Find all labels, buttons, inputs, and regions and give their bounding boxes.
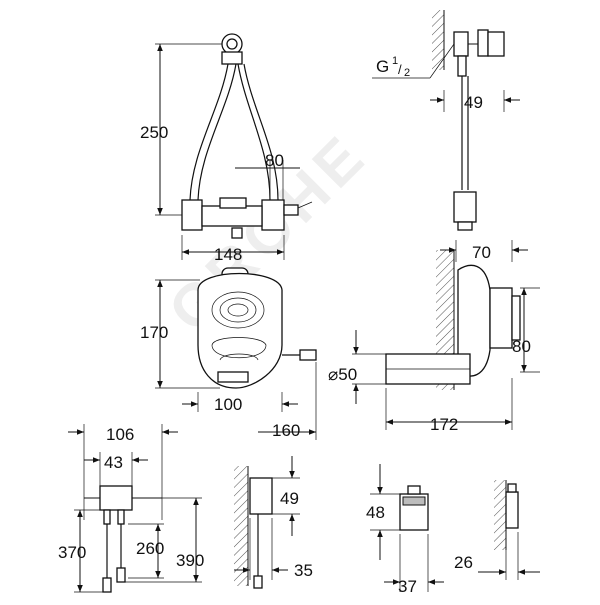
wall-hatch-sensor [494,480,506,550]
dim-sensor-cable-offset: 160 [272,421,300,440]
install-box-view: 106 43 370 260 390 [58,424,204,593]
dim-outlet-length: 172 [430,415,458,434]
sensor-side-view: 26 [454,480,540,580]
siphon-cable-plug [299,349,317,361]
dim-connector-depth: 49 [464,93,483,112]
wall-hatch [432,10,444,70]
dim-box-width: 106 [106,425,134,444]
connector-view: G 1 / 2 49 [372,10,520,231]
thread-label: G [376,57,389,76]
dim-siphon-height: 170 [140,323,168,342]
valve-left [181,199,203,231]
hose-set-view: 250 80 148 [140,33,313,264]
siphon-view: 170 100 160 [140,267,317,440]
hose-left [189,63,229,201]
dim-hose-set-width: 148 [214,245,242,264]
valve-right [261,199,285,231]
wall-plate [249,477,273,515]
sensor-front-view: 48 37 [366,464,444,596]
dim-box-height-b: 260 [136,539,164,558]
sensor-window [402,496,426,506]
dim-sensor-depth: 26 [454,553,473,572]
dim-outlet-height: 80 [512,337,531,356]
dim-outlet-diameter: ⌀50 [328,365,357,384]
wall-plate-view: 49 35 [234,456,313,589]
dim-siphon-depth: 70 [472,243,491,262]
connector-body [453,31,469,57]
dim-box-height-c: 390 [176,551,204,570]
dim-box-height-a: 370 [58,543,86,562]
sensor-side [505,491,519,529]
dim-box-inner-width: 43 [104,453,123,472]
outlet-view: 70 80 ⌀50 172 [328,240,540,434]
install-box [99,485,133,511]
dim-hose-spacing: 80 [265,151,284,170]
wall-hatch-plate [234,466,248,586]
svg-text:/: / [398,62,402,77]
dim-plate-depth: 35 [294,561,313,580]
thread-den: 2 [404,67,410,79]
dim-sensor-width: 37 [398,577,417,596]
dim-sensor-height: 48 [366,503,385,522]
dim-hose-set-height: 250 [140,123,168,142]
valve-body [201,205,263,227]
thread-num: 1 [392,55,398,67]
hose-right [237,63,271,201]
siphon-body [197,272,283,389]
dim-siphon-width: 100 [214,395,242,414]
dim-plate-height: 49 [280,489,299,508]
